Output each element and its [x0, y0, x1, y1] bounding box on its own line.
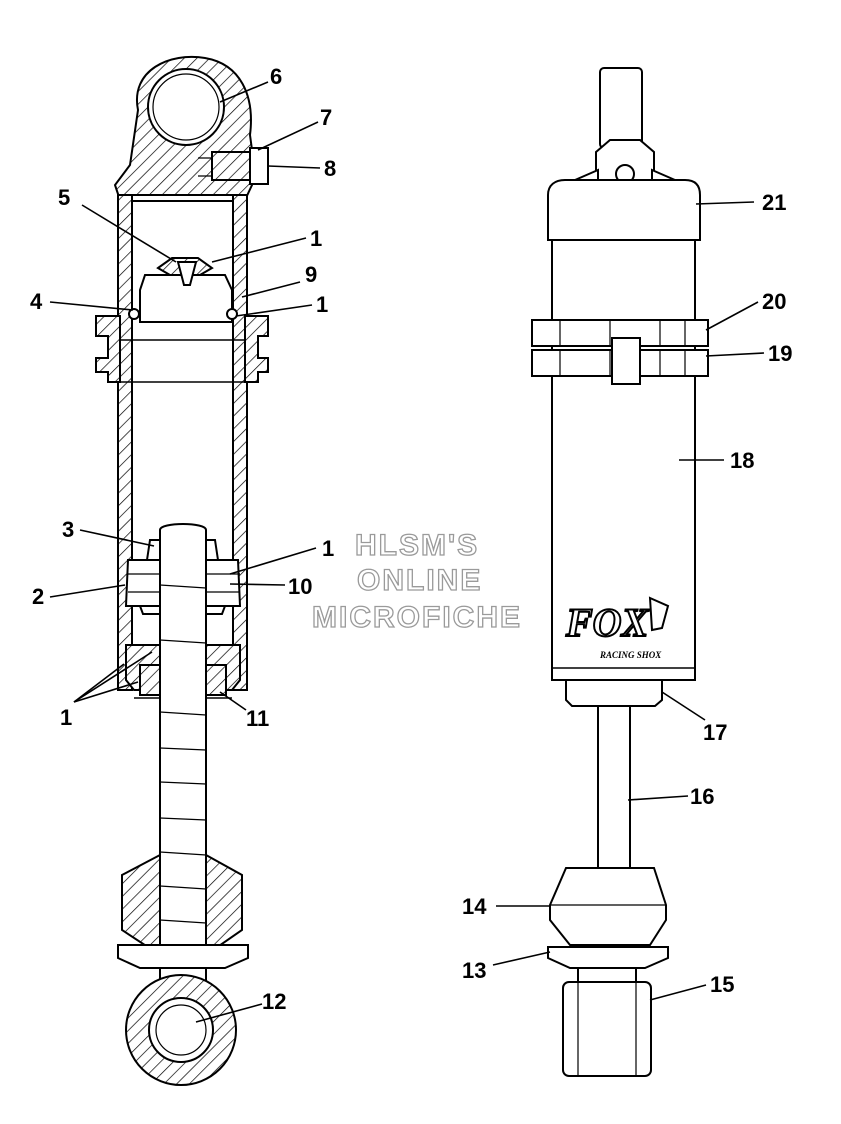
- callout-labels: 6 7 8 5 1 9 4 1 3 1 10 2 1 11 12 21 20 1…: [30, 64, 792, 1014]
- bump-stop-cup: [117, 944, 249, 969]
- watermark-line-1: HLSM'S: [355, 529, 479, 562]
- callout-4: 4: [30, 289, 43, 314]
- callout-6: 6: [270, 64, 282, 89]
- callout-19: 19: [768, 341, 792, 366]
- bleed-screw: [211, 151, 253, 181]
- top-eyelet-bore: [147, 68, 225, 146]
- callout-18: 18: [730, 448, 754, 473]
- preload-nut-upper: [531, 319, 709, 347]
- preload-collar-left: [95, 315, 121, 383]
- svg-text:FOX: FOX: [565, 600, 650, 645]
- bump-stop-cup: [547, 946, 669, 969]
- callout-8: 8: [324, 156, 336, 181]
- lower-eyelet-bushing: [562, 981, 652, 1077]
- callout-14: 14: [462, 894, 487, 919]
- callout-20: 20: [762, 289, 786, 314]
- callout-1-d: 1: [60, 705, 72, 730]
- callout-1-a: 1: [310, 226, 322, 251]
- body-tube: [117, 194, 133, 691]
- seal-head-cap: [565, 679, 663, 707]
- cutaway-shock-assembly: [95, 55, 269, 1086]
- callout-13: 13: [462, 958, 486, 983]
- callout-7: 7: [320, 105, 332, 130]
- callout-11: 11: [246, 706, 269, 731]
- callout-1-c: 1: [322, 536, 334, 561]
- callout-9: 9: [305, 262, 317, 287]
- callout-10: 10: [288, 574, 312, 599]
- external-shock-assembly: FOX RACING SHOX: [531, 67, 709, 1077]
- fox-logo: FOX RACING SHOX: [564, 596, 670, 660]
- callout-12: 12: [262, 989, 286, 1014]
- callout-17: 17: [703, 720, 727, 745]
- bump-stop: [549, 867, 667, 946]
- watermark-line-3: MICROFICHE: [312, 601, 522, 634]
- bump-stop: [121, 853, 161, 957]
- callout-21: 21: [762, 190, 786, 215]
- upper-mount-tab: [599, 67, 643, 149]
- watermark-line-2: ONLINE: [357, 564, 482, 597]
- callout-15: 15: [710, 972, 734, 997]
- preload-collar-right: [244, 315, 269, 383]
- callout-5: 5: [58, 185, 70, 210]
- callout-1-b: 1: [316, 292, 328, 317]
- svg-text:RACING SHOX: RACING SHOX: [599, 650, 662, 660]
- watermark: HLSM'S ONLINE MICROFICHE: [311, 528, 522, 634]
- callout-16: 16: [690, 784, 714, 809]
- shock-body: [551, 239, 696, 681]
- top-cap: [547, 179, 701, 241]
- callout-3: 3: [62, 517, 74, 542]
- floating-piston: [139, 274, 233, 323]
- leader-lines: [49, 81, 765, 1023]
- callout-2: 2: [32, 584, 44, 609]
